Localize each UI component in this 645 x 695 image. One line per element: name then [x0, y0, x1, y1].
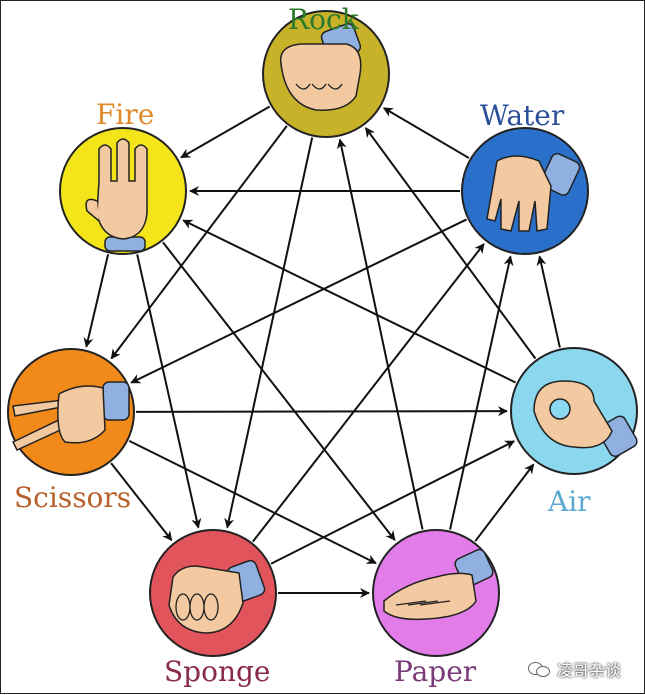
arrow-air-to-fire	[182, 219, 517, 384]
label-water: Water	[480, 99, 565, 132]
arrow-fire-to-sponge	[136, 254, 202, 529]
arrow-sponge-to-water	[252, 243, 485, 543]
arrow-fire-to-scissors	[83, 254, 110, 348]
node-paper	[372, 529, 500, 657]
arrow-fire-to-paper	[162, 241, 396, 541]
node-sponge	[149, 529, 277, 657]
label-paper: Paper	[394, 655, 477, 688]
arrow-rock-to-sponge	[224, 137, 314, 529]
arrows-layer	[83, 105, 561, 598]
arrow-rock-to-fire	[180, 105, 271, 159]
label-sponge: Sponge	[164, 655, 271, 688]
arrow-paper-to-rock	[336, 138, 424, 530]
node-rock	[262, 10, 390, 138]
downward-hand-icon	[486, 152, 581, 232]
arrow-water-to-scissors	[130, 218, 467, 384]
grab-hand-icon	[168, 559, 266, 634]
node-water	[461, 127, 589, 255]
arrow-scissors-to-sponge	[110, 462, 173, 542]
three-fingers-icon	[85, 138, 148, 252]
v-hand-icon	[11, 381, 130, 451]
arrow-paper-to-air	[474, 463, 535, 542]
wechat-icon	[529, 661, 551, 677]
arrow-rock-to-scissors	[110, 125, 288, 360]
label-fire: Fire	[96, 98, 155, 131]
flat-hand-icon	[383, 548, 494, 621]
arrow-water-to-rock	[382, 107, 470, 159]
label-rock: Rock	[288, 3, 359, 36]
node-scissors	[7, 348, 135, 476]
arrow-paper-to-water	[449, 255, 514, 530]
fist-icon	[279, 22, 362, 111]
nodes-layer	[7, 10, 638, 657]
arrow-scissors-to-air	[135, 406, 509, 417]
ok-hand-icon	[533, 380, 638, 458]
arrow-air-to-water	[536, 255, 561, 348]
node-air	[510, 347, 638, 475]
label-air: Air	[548, 485, 591, 518]
arrow-scissors-to-paper	[128, 439, 377, 565]
watermark-text: 凌哥杂谈	[557, 661, 622, 680]
watermark: 凌哥杂谈	[529, 657, 621, 681]
node-fire	[59, 127, 187, 255]
arrow-sponge-to-air	[270, 440, 516, 565]
arrow-air-to-rock	[364, 127, 537, 360]
label-scissors: Scissors	[14, 481, 132, 514]
